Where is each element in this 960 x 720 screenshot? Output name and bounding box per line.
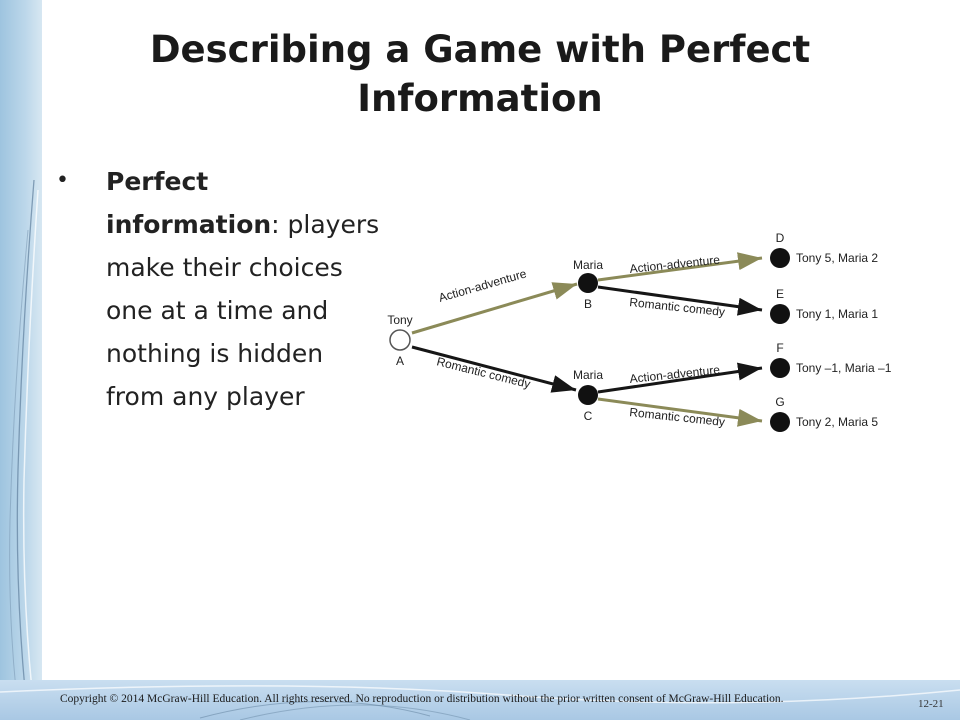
terminal-e-circle — [770, 304, 790, 324]
edge-b-e — [597, 285, 763, 316]
bullet-definition: : players make their choices one at a ti… — [106, 210, 380, 411]
terminal-g-circle — [770, 412, 790, 432]
terminal-e-id: E — [776, 287, 784, 301]
edge-c-g — [597, 397, 763, 427]
edge-b-d — [597, 252, 763, 282]
edge-label-b-d: Action-adventure — [629, 253, 721, 276]
edge-label-c-f: Action-adventure — [629, 363, 721, 386]
edge-c-f — [597, 362, 763, 394]
slide-title: Describing a Game with Perfect Informati… — [149, 28, 811, 120]
edge-a-c — [411, 345, 577, 393]
edge-label-a-c: Romantic comedy — [435, 354, 532, 391]
terminal-f-circle — [770, 358, 790, 378]
edge-a-b — [411, 282, 578, 335]
node-c-player: Maria — [573, 368, 603, 382]
node-b-player: Maria — [573, 258, 603, 272]
bottom-decorative-band — [0, 680, 960, 720]
node-a-circle — [389, 329, 411, 351]
copyright-footer: Copyright © 2014 McGraw-Hill Education. … — [60, 693, 784, 705]
terminal-d-id: D — [776, 231, 785, 245]
game-tree-diagram: Action-adventure Romantic comedy Action-… — [387, 231, 892, 432]
bullet-term: Perfect information — [106, 167, 272, 239]
terminal-f-id: F — [776, 341, 783, 355]
edge-label-a-b: Action-adventure — [437, 266, 528, 305]
node-a-player: Tony — [387, 313, 412, 327]
bullet-text: Perfect information: players make their … — [106, 160, 386, 418]
node-c-id: C — [584, 409, 593, 423]
slide-number: 12-21 — [918, 698, 944, 710]
terminal-g-payoff: Tony 2, Maria 5 — [796, 415, 878, 429]
left-decorative-band — [0, 0, 42, 720]
terminal-f-payoff: Tony –1, Maria –1 — [796, 361, 892, 375]
bullet-dot-icon: • — [56, 168, 69, 193]
node-a-id: A — [396, 354, 404, 368]
node-b-id: B — [584, 297, 592, 311]
terminal-d-circle — [770, 248, 790, 268]
terminal-g-id: G — [775, 395, 784, 409]
node-b-circle — [578, 273, 598, 293]
node-c-circle — [578, 385, 598, 405]
terminal-d-payoff: Tony 5, Maria 2 — [796, 251, 878, 265]
terminal-e-payoff: Tony 1, Maria 1 — [796, 307, 878, 321]
